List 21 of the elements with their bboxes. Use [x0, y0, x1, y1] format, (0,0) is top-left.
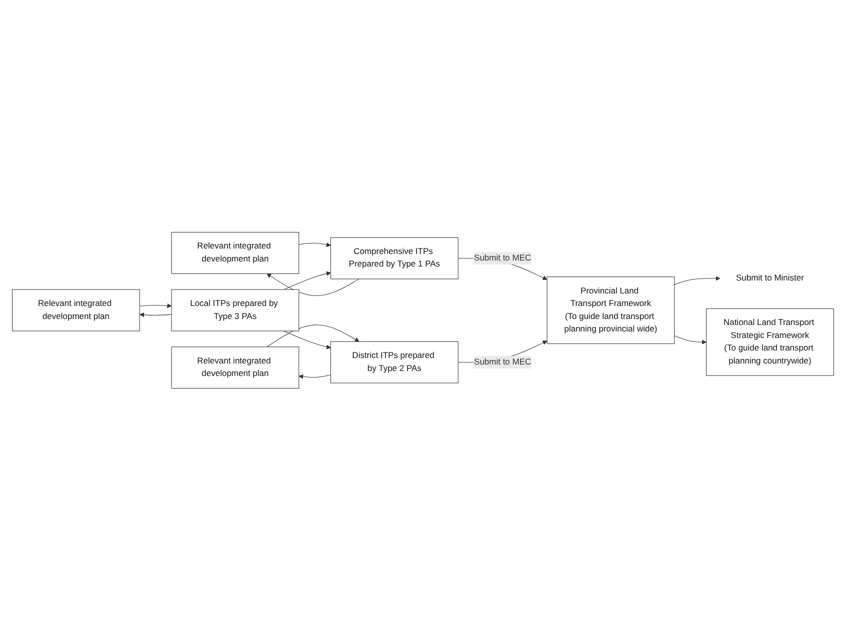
node-box: Relevant integrated development plan [12, 290, 140, 332]
node-box: Relevant integrated development plan [170, 232, 299, 274]
node-box: National Land Transport Strategic Framework (To guide land transport planning countrywide) [706, 308, 834, 376]
arrow [266, 324, 359, 348]
edge-label: Submit to MEC [474, 254, 531, 263]
arrow [282, 330, 330, 350]
arrow [674, 276, 720, 286]
arrow [298, 242, 330, 248]
edge-label: Submit to MEC [474, 358, 531, 367]
arrow [266, 274, 359, 296]
node-box: Comprehensive ITPs Prepared by Type 1 PAs [330, 238, 458, 280]
arrow [138, 312, 172, 318]
arrow [298, 374, 331, 380]
node-box: Relevant integrated development plan [170, 346, 299, 389]
arrow [674, 336, 706, 345]
node-text: Submit to Minister [736, 274, 804, 283]
node-box: Local ITPs prepared by Type 3 PAs [170, 290, 299, 332]
node-box: Provincial Land Transport Framework (To guide land transport planning provincial wide) [546, 276, 674, 344]
arrow [282, 272, 330, 290]
arrow [138, 304, 172, 308]
node-box: District ITPs prepared by Type 2 PAs [330, 342, 458, 384]
